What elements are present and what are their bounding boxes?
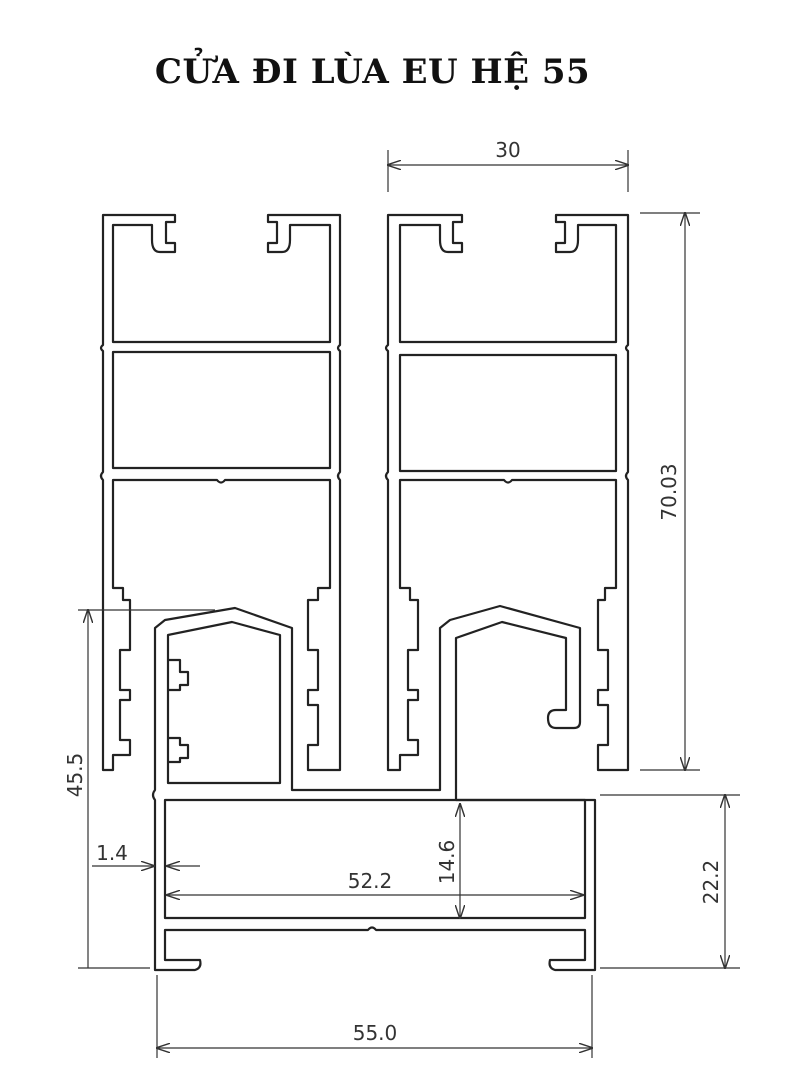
dimension-label: 1.4 (96, 841, 128, 865)
dimension-label: 45.5 (63, 753, 87, 798)
dimension-30: 30 (388, 138, 628, 192)
dimension-70-03: 70.03 (640, 213, 700, 770)
dimension-label: 22.2 (699, 860, 723, 905)
dimension-55-0: 55.0 (157, 975, 592, 1058)
dimension-label: 52.2 (348, 869, 393, 893)
dimension-label: 14.6 (435, 840, 459, 885)
drawing-title: CỬA ĐI LÙA EU HỆ 55 (154, 52, 591, 92)
left-sash-profile (99, 213, 342, 772)
dimension-52-2: 52.2 (167, 869, 583, 895)
dimension-14-6: 14.6 (435, 804, 460, 918)
dimension-45-5: 45.5 (63, 610, 215, 969)
frame-profile (151, 604, 597, 972)
dimension-label: 70.03 (657, 463, 681, 520)
dimension-label: 30 (495, 138, 520, 162)
dimension-22-2: 22.2 (600, 795, 740, 968)
dimension-1-4: 1.4 (92, 841, 200, 866)
right-sash-profile (384, 213, 630, 772)
dimension-label: 55.0 (353, 1021, 398, 1045)
